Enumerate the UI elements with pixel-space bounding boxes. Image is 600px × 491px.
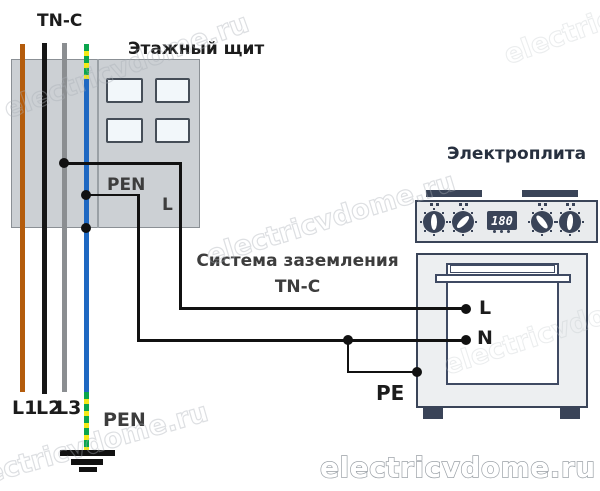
burner-bar-right (522, 190, 578, 197)
junction-dot-pen (81, 190, 91, 200)
circuit-breaker (106, 78, 143, 103)
circuit-breaker (155, 118, 190, 143)
ground-icon (71, 459, 103, 465)
terminal-dot-pe (412, 367, 422, 377)
stove-terminal-n-label: N (477, 327, 493, 349)
line-l-horizontal-panel (64, 162, 181, 165)
knob-pointer (534, 213, 550, 231)
line-n-vertical (137, 193, 140, 342)
oven-door (446, 263, 559, 385)
circuit-breaker (155, 78, 190, 103)
panel-l-label: L (162, 195, 173, 215)
caption-line1: Система заземления (196, 251, 399, 271)
stove-terminal-pe-label: PE (376, 381, 405, 405)
wire-label-l2: L2 (36, 397, 62, 419)
tnc-system-title: TN-C (37, 11, 83, 31)
stove-knob (559, 211, 581, 233)
line-n-horizontal-panel (86, 193, 139, 196)
wire-pen-top-green-yellow (84, 44, 89, 80)
wire-label-l3: L3 (56, 397, 82, 419)
caption-line2: TN-C (274, 277, 321, 297)
junction-dot-l3 (59, 158, 69, 168)
knob-scale-marks (459, 203, 462, 206)
wire-label-pen: PEN (103, 409, 146, 431)
line-n-to-stove (137, 339, 468, 342)
grounding-system-caption: Система заземления TN-C (180, 248, 415, 300)
watermark-text: electricvdome.ru (320, 451, 596, 484)
display-indicator-dots (493, 230, 496, 233)
wire-l2-phase (42, 43, 47, 394)
knob-pointer (431, 214, 437, 230)
terminal-dot-l (461, 304, 471, 314)
junction-dot-pe-branch (343, 335, 353, 345)
oven-door-handle (435, 274, 571, 283)
line-pe-to-stove (346, 370, 420, 373)
stove-temperature-display: 180 (487, 211, 517, 230)
stove-knob (531, 211, 553, 233)
stove-title: Электроплита (447, 144, 587, 164)
line-pe-vertical (346, 340, 349, 373)
circuit-breaker (106, 118, 143, 143)
panel-pen-label: PEN (107, 175, 146, 195)
burner-bar-left (426, 190, 482, 197)
junction-dot-pen-bottom (81, 223, 91, 233)
ground-icon (60, 450, 115, 456)
stove-knob (423, 211, 445, 233)
wire-l3-phase (62, 43, 67, 392)
terminal-dot-n (461, 335, 471, 345)
stove-foot-right (560, 408, 580, 419)
watermark-bottom-right: electricvdome.ru (320, 450, 596, 484)
knob-scale-marks (566, 203, 569, 206)
wire-pen-bottom-green-yellow (84, 392, 89, 450)
panel-divider (97, 59, 99, 228)
stove-knob (452, 211, 474, 233)
knob-pointer (455, 214, 471, 230)
wire-label-l1: L1 (12, 397, 38, 419)
knob-pointer (566, 213, 574, 231)
wire-pen-blue (84, 79, 89, 392)
oven-door-vent (450, 265, 555, 273)
knob-scale-marks (430, 203, 433, 206)
line-l-vertical (179, 162, 182, 309)
watermark-text: electricvdome.ru (499, 0, 600, 72)
wire-l1-phase (20, 44, 25, 392)
display-value: 180 (491, 213, 513, 228)
knob-scale-marks (538, 203, 541, 206)
stove-terminal-l-label: L (479, 297, 492, 319)
ground-icon (79, 467, 97, 472)
stove-foot-left (423, 408, 443, 419)
floor-panel-title: Этажный щит (128, 39, 265, 59)
line-l-to-stove (179, 307, 468, 310)
